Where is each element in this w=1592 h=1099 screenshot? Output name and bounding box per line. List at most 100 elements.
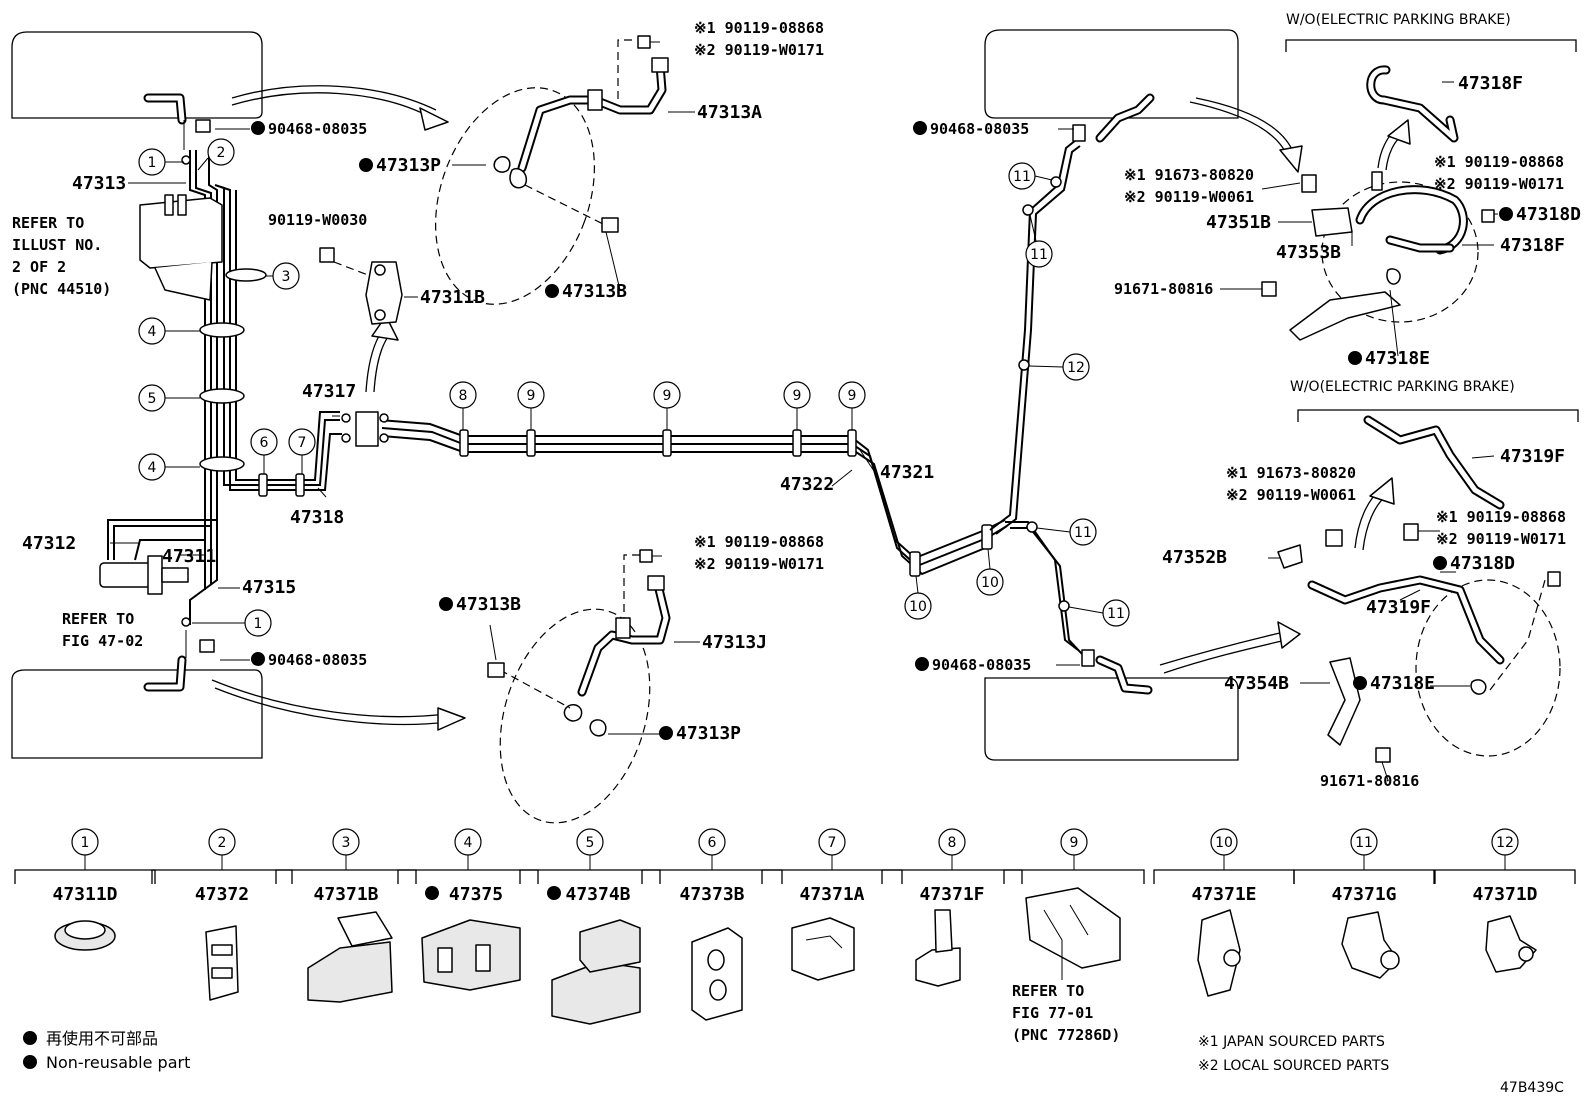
label-47313[interactable]: 47313	[72, 173, 126, 194]
non-reusable-dot	[251, 652, 265, 666]
non-reusable-dot	[251, 121, 265, 135]
non-reusable-dot	[1499, 207, 1513, 221]
label-47321[interactable]: 47321	[880, 462, 934, 483]
label-90468-bl[interactable]: 90468-08035	[268, 651, 367, 669]
clamp-bracket	[275, 869, 417, 884]
label-47318E-2[interactable]: 47318E	[1370, 673, 1435, 694]
refer-fig7701-3: (PNC 77286D)	[1012, 1026, 1120, 1044]
label-rc-2[interactable]: ※2 90119-W0061	[1226, 486, 1356, 504]
label-47312[interactable]: 47312	[22, 533, 76, 554]
label-90119-w0030[interactable]: 90119-W0030	[268, 211, 367, 229]
label-47317[interactable]: 47317	[302, 381, 356, 402]
label-tc-2[interactable]: ※2 90119-W0171	[694, 41, 824, 59]
callout-4-a: 4	[148, 324, 157, 340]
leader-lines	[110, 81, 1498, 781]
label-47313P-top[interactable]: 47313P	[376, 155, 441, 176]
clamp-part-number: 47375	[449, 884, 503, 905]
label-bc-1[interactable]: ※1 90119-08868	[694, 533, 824, 551]
label-47318F-1[interactable]: 47318F	[1458, 73, 1523, 94]
clamp-number: 7	[828, 835, 837, 851]
callout-7: 7	[298, 435, 307, 451]
label-47354B[interactable]: 47354B	[1224, 673, 1289, 694]
label-ra-1[interactable]: ※1 91673-80820	[1124, 166, 1254, 184]
legend-non-reusable-en: Non-reusable part	[46, 1053, 190, 1072]
label-rb-1[interactable]: ※1 90119-08868	[1434, 153, 1564, 171]
label-bc-2[interactable]: ※2 90119-W0171	[694, 555, 824, 573]
label-47311[interactable]: 47311	[162, 546, 216, 567]
clamp-bracket	[1293, 869, 1435, 884]
callout-8: 8	[459, 388, 468, 404]
label-47322[interactable]: 47322	[780, 474, 834, 495]
clamp-part-number: 47372	[195, 884, 249, 905]
label-47313J[interactable]: 47313J	[702, 632, 767, 653]
label-47319F-2[interactable]: 47319F	[1366, 597, 1431, 618]
clamp-number: 2	[218, 835, 227, 851]
clamp-number: 11	[1355, 835, 1373, 851]
label-47318D-1[interactable]: 47318D	[1516, 204, 1581, 225]
label-ra-2[interactable]: ※2 90119-W0061	[1124, 188, 1254, 206]
clamp-part-number: 47371E	[1191, 884, 1256, 905]
label-47313B-bot[interactable]: 47313B	[456, 594, 521, 615]
non-reusable-dot	[547, 886, 561, 900]
clamp-bracket	[1003, 869, 1145, 884]
clamp-part-number: 47371B	[313, 884, 378, 905]
label-47318E-1[interactable]: 47318E	[1365, 348, 1430, 369]
label-91671-2[interactable]: 91671-80816	[1320, 772, 1419, 790]
callout-3: 3	[282, 269, 291, 285]
non-reusable-dot	[545, 284, 559, 298]
label-47313P-bot[interactable]: 47313P	[676, 723, 741, 744]
non-reusable-dot	[359, 158, 373, 172]
clamp-item-2[interactable]: 2 47372	[151, 828, 293, 905]
clamp-bracket	[761, 869, 903, 884]
clamp-part-number: 47311D	[52, 884, 117, 905]
callout-11-c: 11	[1074, 525, 1092, 541]
callout-9-b: 9	[663, 388, 672, 404]
label-tc-1[interactable]: ※1 90119-08868	[694, 19, 824, 37]
label-rc-1[interactable]: ※1 91673-80820	[1226, 464, 1356, 482]
label-rb-2[interactable]: ※2 90119-W0171	[1434, 175, 1564, 193]
legend-dot-jp	[23, 1031, 37, 1045]
label-rd-2[interactable]: ※2 90119-W0171	[1436, 530, 1566, 548]
label-47315[interactable]: 47315	[242, 577, 296, 598]
clamp-item-3[interactable]: 3 47371B	[275, 828, 417, 905]
callout-9-a: 9	[527, 388, 536, 404]
label-47319F-1[interactable]: 47319F	[1500, 446, 1565, 467]
label-47313B-top[interactable]: 47313B	[562, 281, 627, 302]
label-90468-tl[interactable]: 90468-08035	[268, 120, 367, 138]
label-47353B[interactable]: 47353B	[1276, 242, 1341, 263]
clamp-item-9[interactable]: 9	[1003, 828, 1145, 884]
clamp-part-number: 47371G	[1331, 884, 1396, 905]
label-rd-1[interactable]: ※1 90119-08868	[1436, 508, 1566, 526]
clamp-number: 6	[708, 835, 717, 851]
label-91671-1[interactable]: 91671-80816	[1114, 280, 1213, 298]
refer-illust-4: (PNC 44510)	[12, 280, 111, 298]
master-harness	[99, 93, 342, 692]
callout-11-b: 11	[1030, 247, 1048, 263]
clamp-item-11[interactable]: 11 47371G	[1293, 828, 1435, 905]
label-47318D-2[interactable]: 47318D	[1450, 553, 1515, 574]
refer-fig4702-1: REFER TO	[62, 610, 134, 628]
callout-9-d: 9	[848, 388, 857, 404]
label-47313A[interactable]: 47313A	[697, 102, 762, 123]
main-brake-lines	[341, 93, 1155, 695]
clamp-number: 3	[342, 835, 351, 851]
label-47352B[interactable]: 47352B	[1162, 547, 1227, 568]
label-47318F-2[interactable]: 47318F	[1500, 235, 1565, 256]
label-47318[interactable]: 47318	[290, 507, 344, 528]
label-47351B[interactable]: 47351B	[1206, 212, 1271, 233]
label-90468-tr[interactable]: 90468-08035	[930, 120, 1029, 138]
clamp-bracket	[14, 869, 156, 884]
label-47311B[interactable]: 47311B	[420, 287, 485, 308]
refer-illust-2: ILLUST NO.	[12, 236, 102, 254]
label-90468-br[interactable]: 90468-08035	[932, 656, 1031, 674]
front-hose-details	[319, 35, 671, 824]
callout-1-b: 1	[254, 616, 263, 632]
